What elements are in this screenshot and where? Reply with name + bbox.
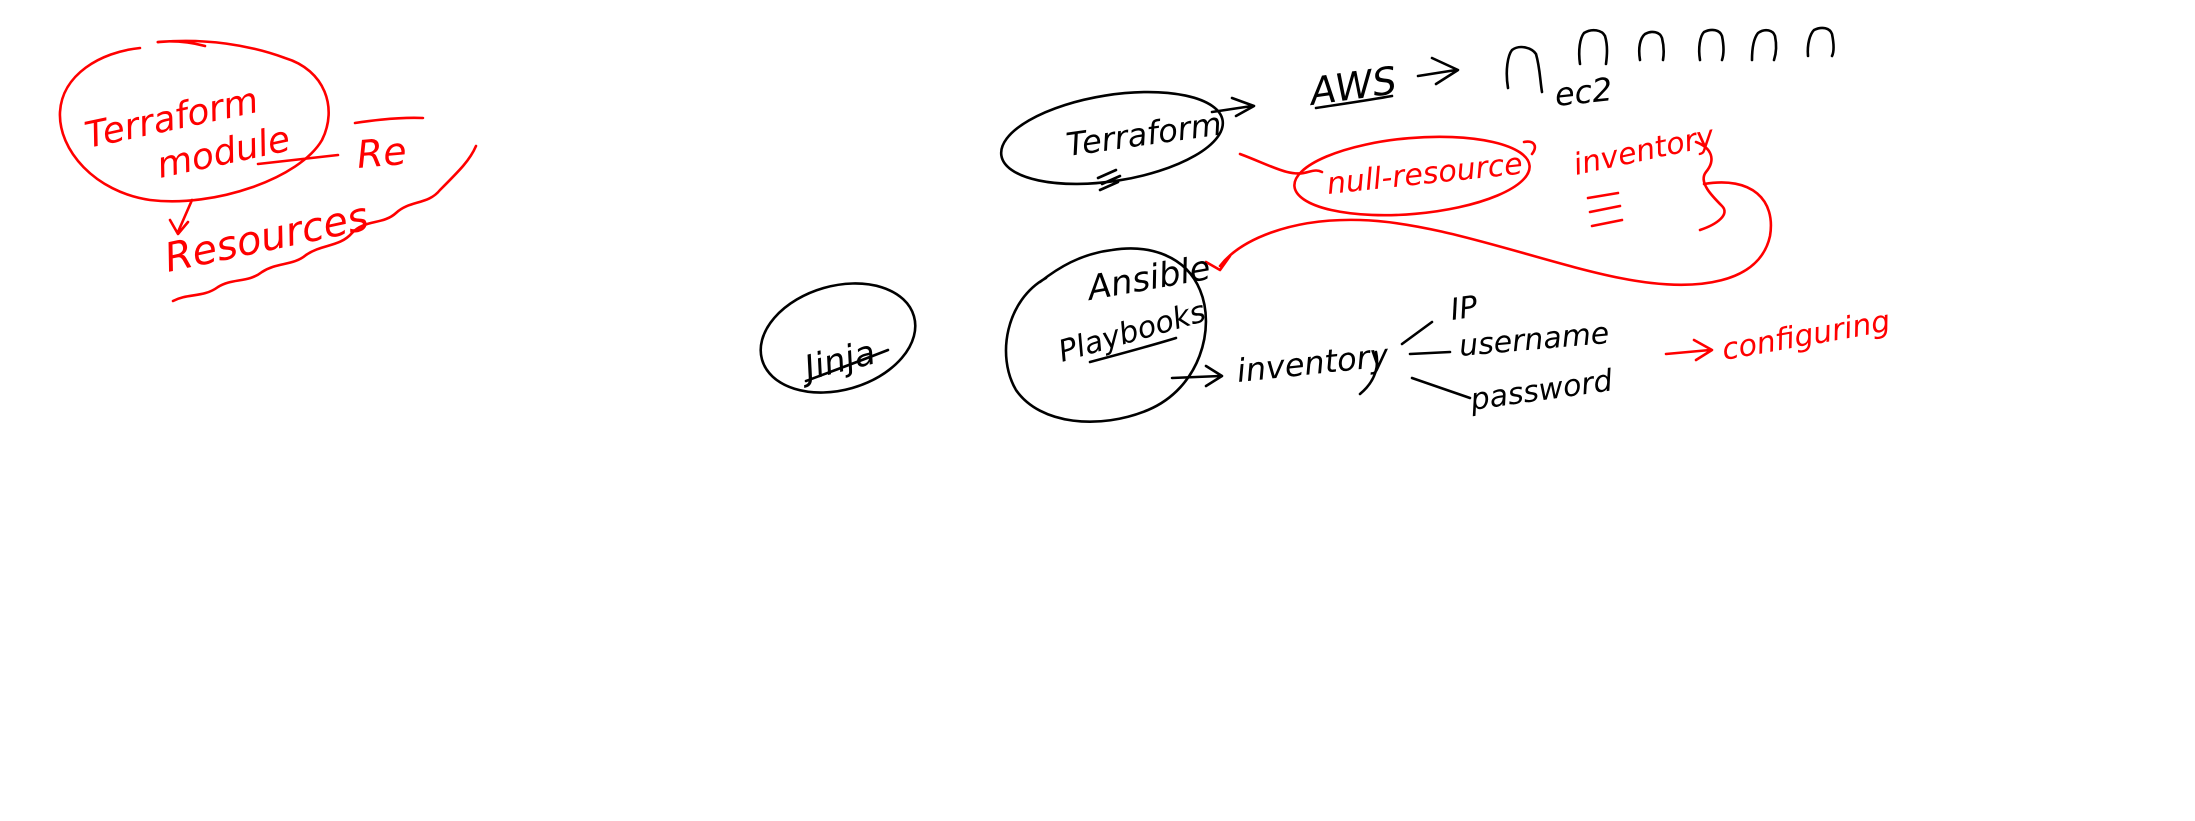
ec2-instance-icon-3	[1637, 30, 1665, 62]
playbooks-to-inventory-arrow	[1170, 364, 1224, 388]
terraform-to-null-resource-curve	[1238, 152, 1324, 175]
inventory-branch-password	[1410, 376, 1472, 400]
inventory-to-ansible-curve	[1204, 181, 1773, 287]
aws-label: AWS	[1304, 58, 1399, 114]
jinja-ellipse	[759, 282, 917, 394]
inventory-branch-ip	[1400, 320, 1434, 346]
aws-underline	[1314, 94, 1394, 110]
ec2-instance-icon-1	[1505, 45, 1544, 94]
null-resource-ellipse	[1293, 135, 1531, 217]
jinja-underline	[804, 348, 890, 383]
re-label: Re	[355, 129, 408, 177]
inventory-red-label: inventory	[1570, 119, 1718, 183]
ip-label: IP	[1448, 289, 1480, 328]
inventory-label: inventory	[1235, 336, 1391, 390]
inventory-red-brace	[1694, 140, 1726, 232]
terraform-module-ellipse	[58, 39, 330, 203]
ansible-ellipse	[1004, 247, 1208, 423]
module-to-resources-arrow	[168, 198, 194, 236]
null-resource-label: null-resource	[1325, 147, 1524, 202]
ec2-instance-icon-5	[1750, 28, 1778, 62]
configuring-label: configuring	[1719, 304, 1893, 368]
inventory-red-lines	[1586, 191, 1624, 228]
username-label: username	[1458, 316, 1611, 364]
terraform-label: Terraform	[1064, 105, 1224, 164]
terraform-mark	[1096, 168, 1122, 192]
terraform-ellipse	[999, 90, 1225, 186]
password-label: password	[1467, 363, 1615, 418]
inventory-descender	[1358, 350, 1379, 396]
aws-to-ec2-arrow	[1416, 56, 1460, 86]
inventory-branch-username	[1408, 350, 1452, 356]
playbooks-label: Playbooks	[1055, 294, 1210, 369]
resources-underline	[171, 116, 478, 303]
ec2-label: ec2	[1553, 70, 1614, 114]
ec2-instance-icon-6	[1806, 26, 1835, 58]
ec2-instance-icon-2	[1577, 28, 1609, 66]
null-resource-tail	[1522, 140, 1537, 156]
password-to-configuring-arrow	[1664, 338, 1714, 362]
ec2-instance-icon-4	[1697, 28, 1725, 62]
resources-re-connector	[256, 153, 340, 166]
terraform-to-aws-arrow	[1210, 96, 1256, 118]
playbooks-underline	[1088, 336, 1178, 364]
